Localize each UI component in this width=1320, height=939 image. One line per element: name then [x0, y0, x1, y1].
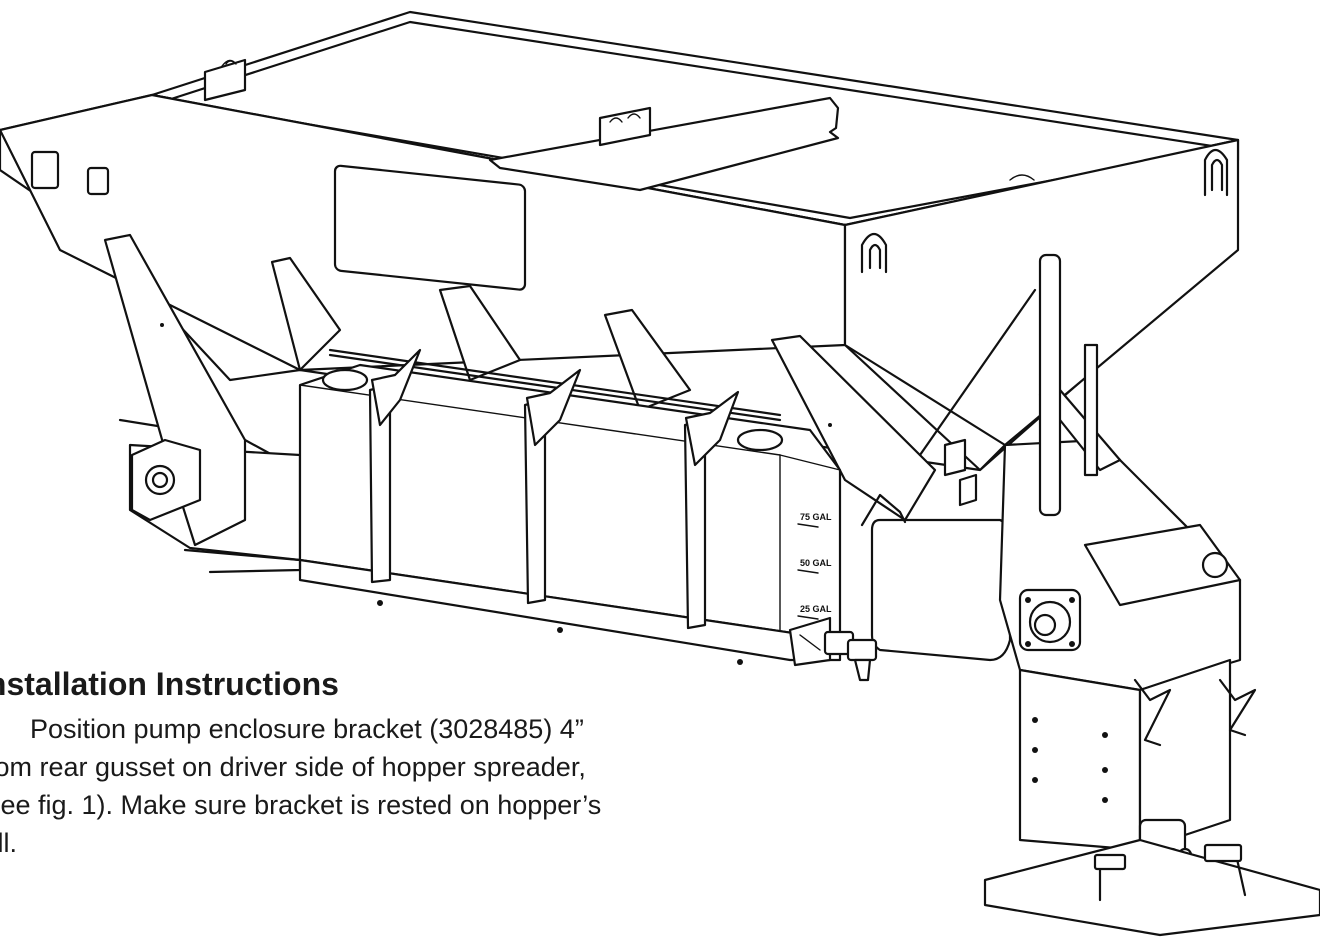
installation-instructions: Installation Instructions 1.Position pum… [0, 664, 618, 862]
ratchet-straps [368, 348, 740, 630]
step-text: Position pump enclosure bracket (3028485… [0, 714, 602, 858]
label-plates [30, 150, 527, 291]
left-bearing [130, 438, 302, 574]
hopper-body [0, 10, 1240, 562]
hopper-gussets [103, 233, 937, 547]
tank-mark-75: 75 GAL [800, 512, 832, 522]
instructions-heading: Installation Instructions [0, 666, 339, 702]
hanger-clips [203, 58, 1229, 274]
step-number: 1. [0, 710, 30, 748]
instruction-step-1: 1.Position pump enclosure bracket (30284… [0, 710, 618, 862]
drain-valve [823, 630, 878, 682]
hopper-divider [488, 96, 840, 192]
tank-mark-50: 50 GAL [800, 558, 832, 568]
spinner-assembly [918, 253, 1320, 937]
tank-mark-25: 25 GAL [800, 604, 832, 614]
